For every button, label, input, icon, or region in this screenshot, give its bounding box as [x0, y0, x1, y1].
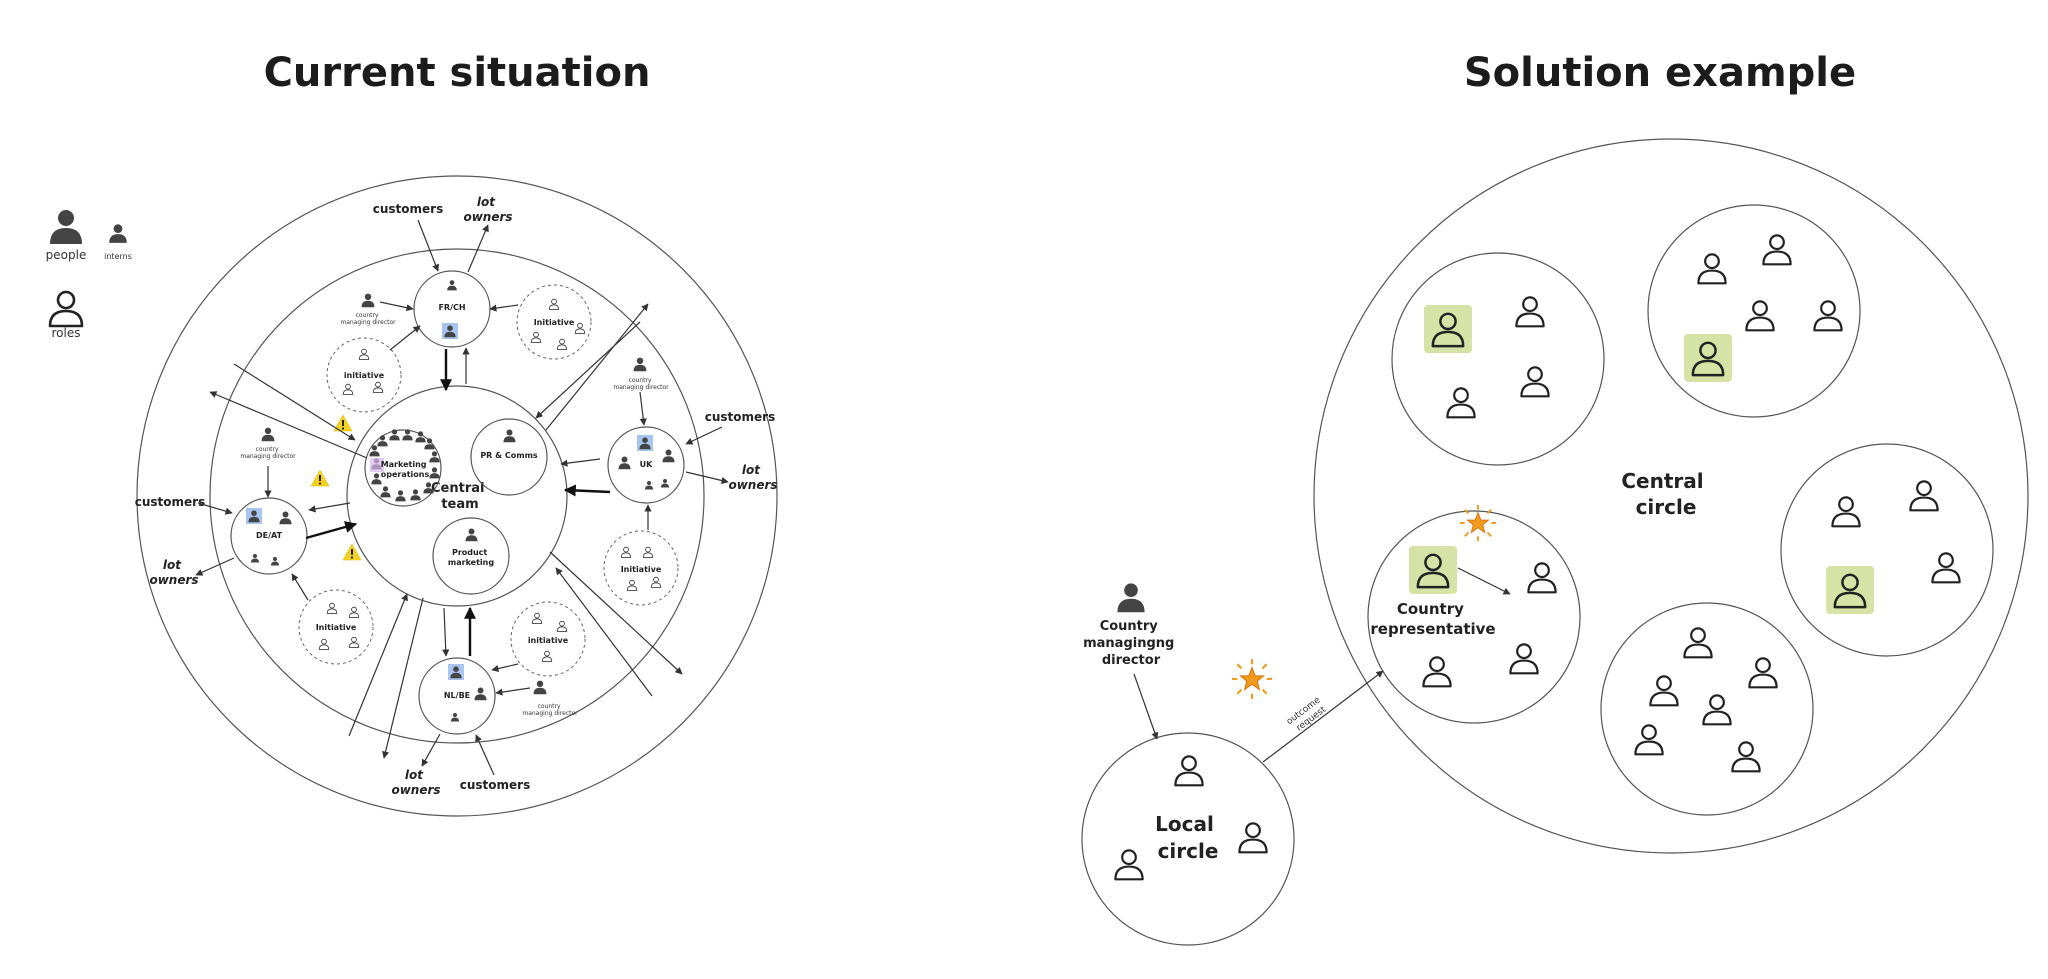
team-circle — [1780, 443, 1994, 657]
pr-comms-person-icon — [503, 429, 516, 443]
svg-text:country managing directo: country managing director — [522, 703, 578, 717]
legend: people interns roles — [46, 210, 132, 340]
lot-owners-label: lot owners — [391, 768, 440, 797]
country-representative-label: Country representative — [1370, 600, 1495, 638]
title-current: Current situation — [264, 50, 651, 96]
svg-text:country managing directo: country managing director — [240, 446, 296, 460]
country-label-frch: FR/CH — [438, 303, 465, 312]
svg-text:country managing directo: country managing director — [340, 312, 396, 326]
marketing-operations-label: Marketing operations — [381, 460, 430, 479]
legend-people-label: people — [46, 248, 87, 262]
initiative-label: Initiative — [534, 318, 575, 327]
star-icon — [1459, 504, 1497, 542]
pr-comms-label: PR & Comms — [480, 451, 538, 460]
customers-label: customers — [460, 778, 530, 792]
legend-interns-label: interns — [104, 252, 132, 261]
pr-comms-circle — [470, 418, 548, 496]
warning-icon — [342, 543, 362, 561]
star-icon — [1231, 658, 1273, 700]
initiative-circle — [516, 284, 592, 360]
team-circle — [1391, 252, 1605, 466]
initiative-circle — [326, 337, 402, 413]
initiative-circle — [603, 530, 679, 606]
country-circle-nlbe — [418, 657, 496, 735]
lot-owners-label: lot owners — [149, 558, 198, 587]
marketing-operations-people — [369, 429, 440, 502]
product-marketing-circle — [432, 517, 510, 595]
customers-label: customers — [135, 495, 205, 509]
product-marketing-person-icon — [465, 528, 478, 542]
svg-text:country managing directo: country managing director — [613, 377, 669, 391]
initiative-label: initiative — [344, 371, 385, 380]
intern-icon — [109, 224, 127, 243]
country-circle-deat — [230, 497, 308, 575]
warning-icon — [310, 469, 330, 487]
central-team-circle — [346, 385, 568, 607]
initiative-label: Initiative — [316, 623, 357, 632]
country-label-deat: DE/AT — [256, 531, 283, 540]
central-circle — [1313, 138, 2029, 854]
initiative-label: initiative — [528, 636, 569, 645]
country-managing-director-label: Country managingng director — [1083, 619, 1179, 668]
central-team-label: Central team — [431, 481, 489, 512]
central-circle-label: Central circle — [1621, 469, 1710, 519]
title-solution: Solution example — [1464, 50, 1856, 96]
team-circle — [1600, 602, 1814, 816]
customers-label: customers — [705, 410, 775, 424]
customers-label: customers — [373, 202, 443, 216]
initiative-circle — [510, 601, 586, 677]
country-label-uk: UK — [640, 460, 653, 469]
local-circle — [1081, 732, 1295, 946]
solution-example-diagram: Central circle — [1081, 138, 2029, 946]
country-label-nlbe: NL/BE — [444, 691, 470, 700]
local-circle-label: Local circle — [1155, 812, 1221, 863]
country-circle-uk — [607, 426, 685, 504]
country-representative-circle — [1367, 510, 1581, 724]
lot-owners-label: lot owners — [728, 463, 777, 492]
lot-owners-label: lot owners — [463, 195, 512, 224]
initiative-circle — [298, 589, 374, 665]
marketing-operations-circle — [364, 429, 442, 507]
product-marketing-label: Product marketing — [448, 548, 494, 567]
initiative-label: Initiative — [621, 565, 662, 574]
current-situation-diagram: Central team Marketing operations PR & C… — [135, 175, 778, 817]
people-icon — [50, 210, 82, 244]
person-icon — [1117, 583, 1145, 613]
inner-ring — [209, 248, 705, 744]
legend-roles-label: roles — [52, 326, 81, 340]
role-icon — [48, 290, 84, 328]
outcome-request-label: outcome request — [1285, 694, 1331, 736]
team-circle — [1647, 204, 1861, 418]
outer-ring — [136, 175, 778, 817]
